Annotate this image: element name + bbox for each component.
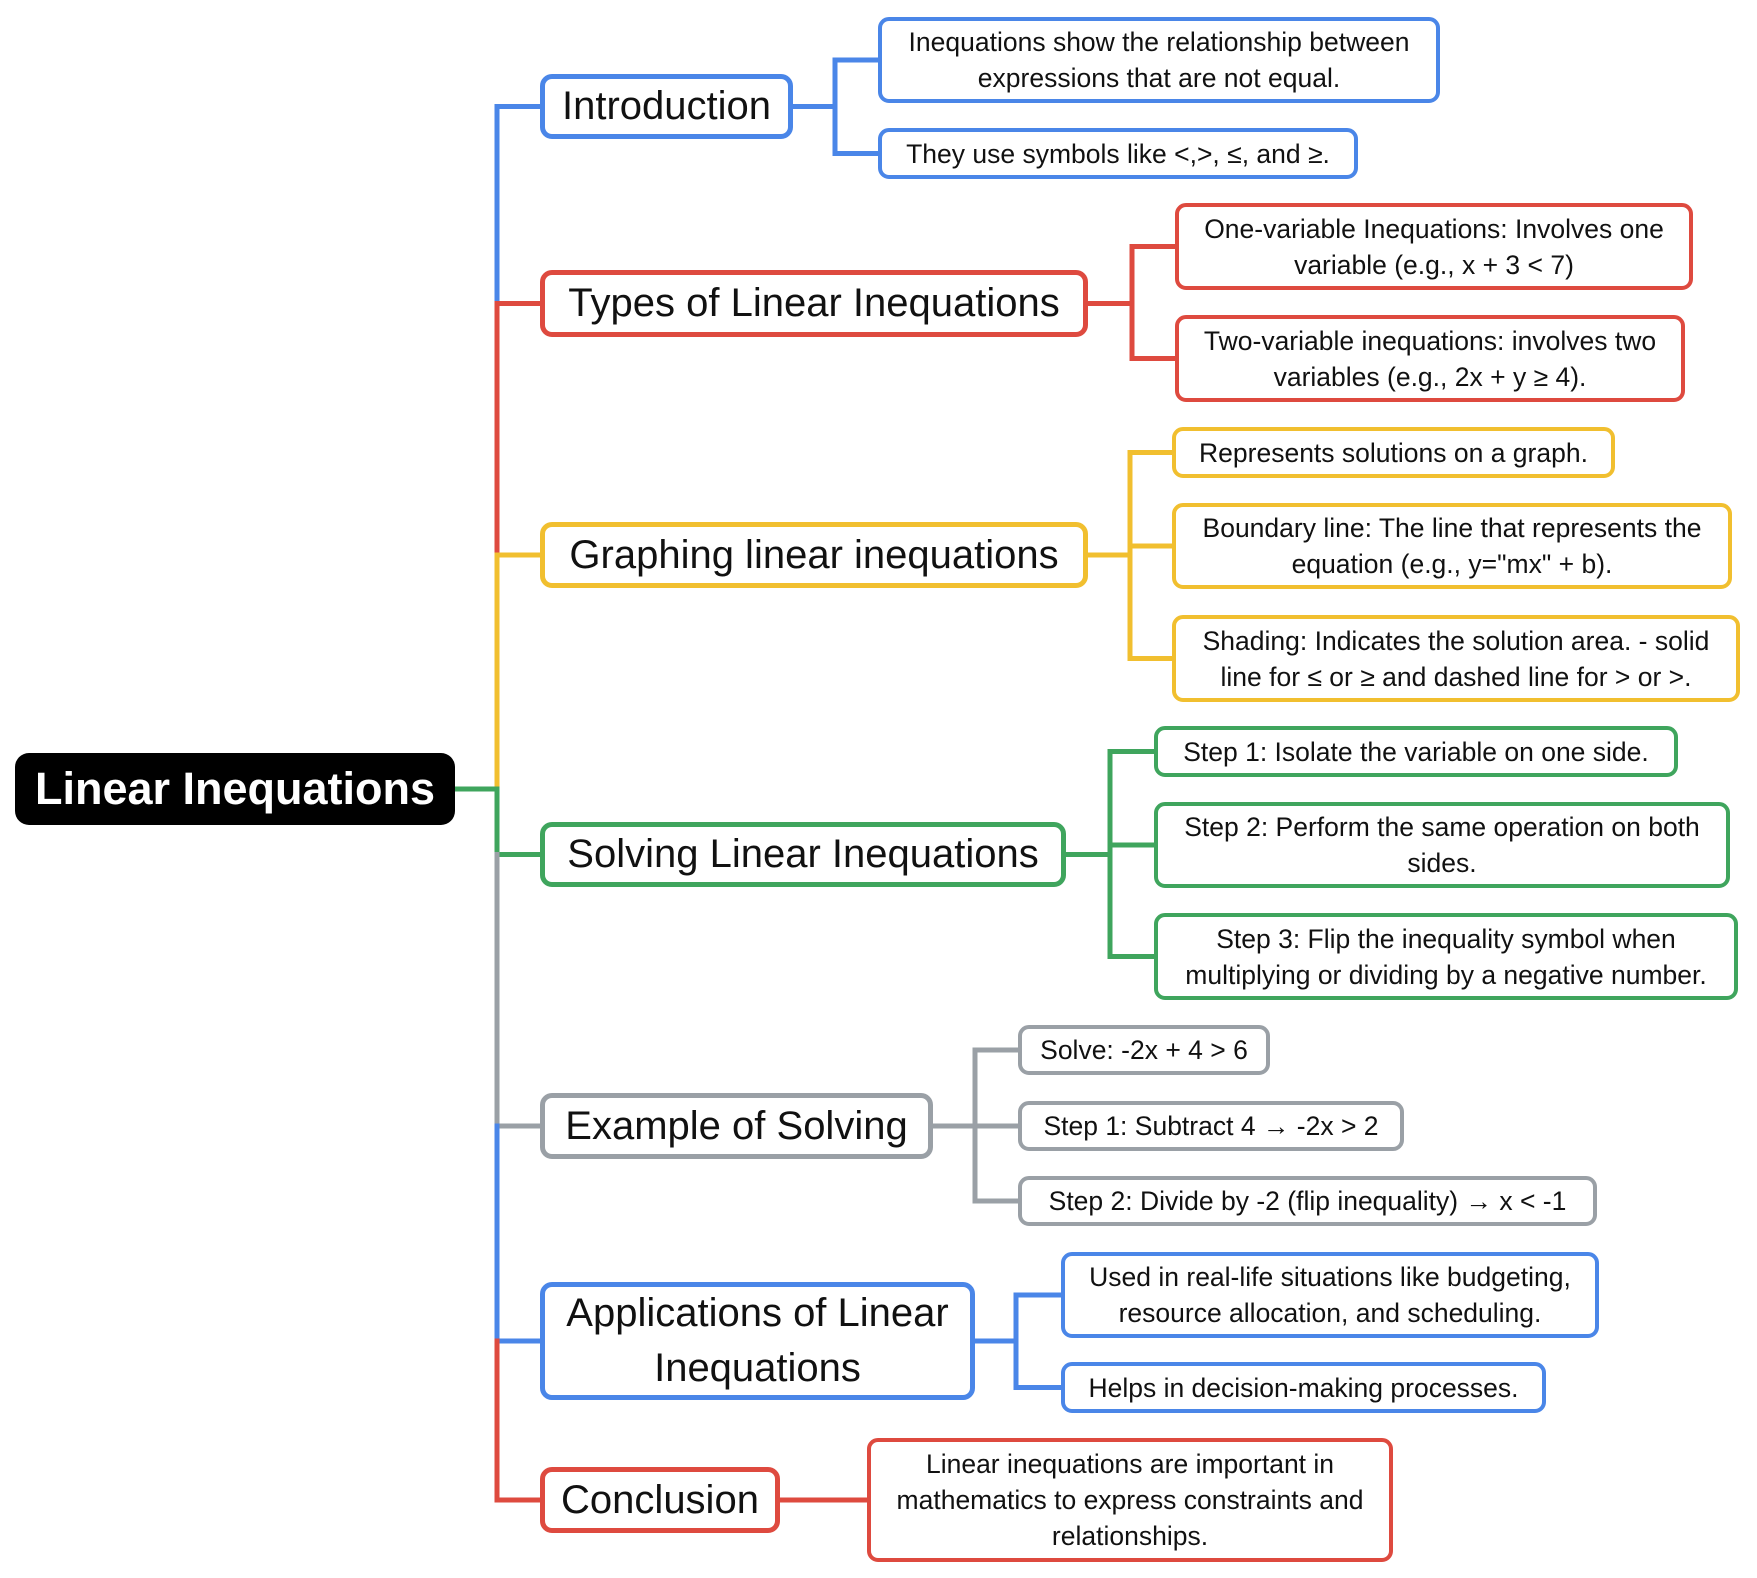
leaf-types-2[interactable]: Two-variable inequations: involves two v… <box>1175 315 1685 402</box>
leaf-applications-1[interactable]: Used in real-life situations like budget… <box>1061 1252 1599 1338</box>
branch-graphing[interactable]: Graphing linear inequations <box>540 522 1088 588</box>
leaf-graphing-2[interactable]: Boundary line: The line that represents … <box>1172 503 1732 589</box>
leaf-text: Step 2: Divide by -2 (flip inequality) →… <box>1048 1186 1567 1216</box>
branch-label: Graphing linear inequations <box>569 532 1059 577</box>
branch-introduction[interactable]: Introduction <box>540 74 793 139</box>
leaf-text: Shading: Indicates the solution area. - … <box>1202 625 1710 692</box>
leaf-text: Step 3: Flip the inequality symbol when … <box>1185 923 1707 990</box>
leaf-text: Helps in decision-making processes. <box>1088 1372 1519 1403</box>
leaf-example-1[interactable]: Solve: -2x + 4 > 6 <box>1018 1025 1270 1075</box>
leaf-conclusion-1[interactable]: Linear inequations are important in math… <box>867 1438 1393 1562</box>
leaf-text: Linear inequations are important in math… <box>896 1449 1364 1551</box>
leaf-text: Inequations show the relationship betwee… <box>908 27 1410 93</box>
leaf-text: Solve: -2x + 4 > 6 <box>1040 1035 1248 1065</box>
leaf-introduction-2[interactable]: They use symbols like <,>, ≤, and ≥. <box>878 128 1358 179</box>
leaf-solving-3[interactable]: Step 3: Flip the inequality symbol when … <box>1154 913 1738 1000</box>
branch-example[interactable]: Example of Solving <box>540 1093 933 1159</box>
leaf-text: Step 2: Perform the same operation on bo… <box>1184 812 1700 878</box>
leaf-graphing-1[interactable]: Represents solutions on a graph. <box>1172 427 1615 478</box>
branch-label: Introduction <box>561 84 772 128</box>
branch-conclusion[interactable]: Conclusion <box>540 1467 780 1533</box>
branch-label: Applications of Linear Inequations <box>566 1291 949 1390</box>
leaf-example-3[interactable]: Step 2: Divide by -2 (flip inequality) →… <box>1018 1176 1597 1226</box>
leaf-text: They use symbols like <,>, ≤, and ≥. <box>906 138 1330 169</box>
branch-label: Solving Linear Inequations <box>567 832 1039 876</box>
branch-label: Types of Linear Inequations <box>568 281 1060 325</box>
leaf-types-1[interactable]: One-variable Inequations: Involves one v… <box>1175 203 1693 290</box>
leaf-text: Step 1: Isolate the variable on one side… <box>1183 736 1649 767</box>
branch-label: Conclusion <box>561 1477 759 1522</box>
branch-types[interactable]: Types of Linear Inequations <box>540 270 1088 337</box>
leaf-example-2[interactable]: Step 1: Subtract 4 → -2x > 2 <box>1018 1101 1404 1151</box>
leaf-text: One-variable Inequations: Involves one v… <box>1204 213 1664 280</box>
leaf-text: Represents solutions on a graph. <box>1199 437 1588 468</box>
leaf-graphing-3[interactable]: Shading: Indicates the solution area. - … <box>1172 615 1740 702</box>
leaf-introduction-1[interactable]: Inequations show the relationship betwee… <box>878 17 1440 103</box>
leaf-applications-2[interactable]: Helps in decision-making processes. <box>1061 1362 1546 1413</box>
leaf-text: Two-variable inequations: involves two v… <box>1203 325 1657 392</box>
root-label: Linear Inequations <box>34 763 436 814</box>
branch-applications[interactable]: Applications of Linear Inequations <box>540 1282 975 1400</box>
leaf-text: Step 1: Subtract 4 → -2x > 2 <box>1043 1111 1379 1141</box>
branch-solving[interactable]: Solving Linear Inequations <box>540 822 1066 887</box>
leaf-text: Boundary line: The line that represents … <box>1202 513 1702 579</box>
leaf-text: Used in real-life situations like budget… <box>1089 1262 1571 1328</box>
leaf-solving-2[interactable]: Step 2: Perform the same operation on bo… <box>1154 802 1730 888</box>
branch-label: Example of Solving <box>565 1103 908 1148</box>
leaf-solving-1[interactable]: Step 1: Isolate the variable on one side… <box>1154 726 1678 777</box>
root-node[interactable]: Linear Inequations <box>15 753 455 825</box>
